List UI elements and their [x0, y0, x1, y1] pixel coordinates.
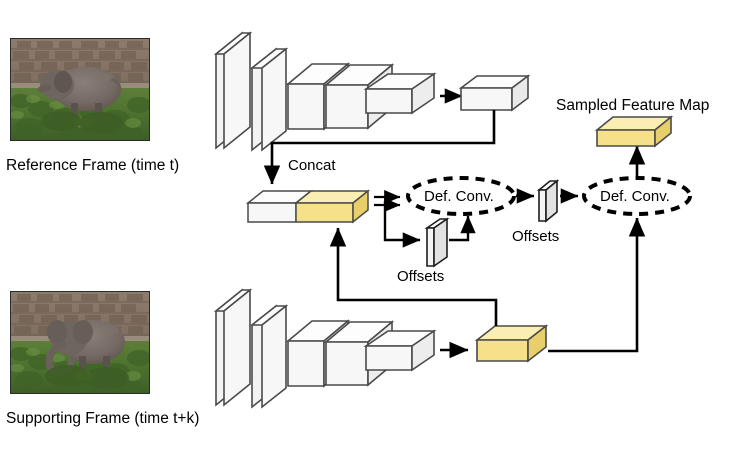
elephant-silhouette-reference — [37, 67, 122, 117]
concat-label: Concat — [288, 157, 336, 174]
backbone-top — [213, 31, 437, 152]
edge-offsets1-to-defconv1 — [449, 215, 476, 242]
edge-concat-to-offsets1 — [383, 201, 421, 248]
edge-reference-to-concat — [263, 110, 496, 185]
sampled-feature-map-label: Sampled Feature Map — [556, 97, 710, 114]
offsets-2-label: Offsets — [512, 228, 560, 245]
edge-concat-to-defconv1 — [374, 189, 401, 213]
concat-feature-map — [245, 189, 371, 224]
backbone-bottom-stage-2 — [249, 304, 289, 409]
edge-supporting-to-concat — [329, 227, 498, 326]
supporting-frame-photo-art — [11, 292, 149, 393]
offsets-slab-1 — [424, 217, 450, 268]
reference-frame-image — [10, 38, 150, 141]
supporting-frame-image — [10, 291, 150, 394]
backbone-bottom — [213, 288, 437, 409]
reference-frame-caption: Reference Frame (time t) — [6, 157, 180, 174]
offsets-slab-2 — [536, 179, 560, 223]
backbone-bottom-stage-1 — [213, 288, 253, 407]
def-conv-1-ellipse — [406, 176, 516, 216]
sampled-feature-map — [594, 115, 674, 148]
backbone-bottom-stage-5 — [363, 329, 437, 372]
supporting-feature-map — [474, 324, 549, 363]
def-conv-2-label: Def. Conv. — [600, 188, 670, 205]
backbone-top-stage-5 — [363, 72, 437, 115]
backbone-top-stage-2 — [249, 47, 289, 152]
supporting-frame-caption: Supporting Frame (time t+k) — [6, 410, 200, 427]
edge-supporting-to-defconv2 — [548, 217, 646, 353]
def-conv-1-label: Def. Conv. — [424, 188, 494, 205]
reference-feature-map — [458, 74, 531, 112]
backbone-top-stage-1 — [213, 31, 253, 150]
offsets-1-label: Offsets — [397, 268, 445, 285]
reference-frame-photo-art — [11, 39, 149, 140]
